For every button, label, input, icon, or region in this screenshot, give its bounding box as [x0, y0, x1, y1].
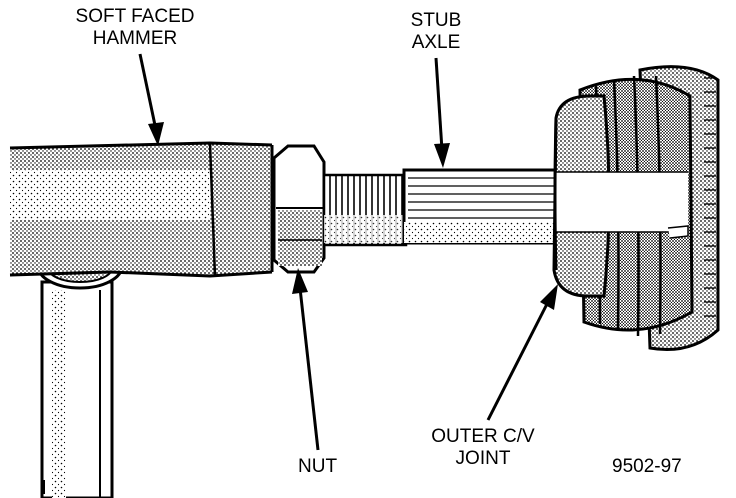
leader-nut: [292, 268, 320, 451]
leader-cv-joint: [486, 284, 558, 421]
figure-code: 9502-97: [612, 456, 682, 477]
label-hammer-line2: HAMMER: [92, 28, 178, 49]
hammer-handle: [36, 242, 124, 498]
label-outer-cv-joint: OUTER C/V JOINT: [418, 426, 548, 470]
label-cv-line2: JOINT: [455, 448, 511, 469]
label-soft-faced-hammer: SOFT FACED HAMMER: [60, 6, 210, 50]
hammer-head: [9, 141, 274, 278]
leader-hammer: [138, 53, 164, 146]
threaded-shaft: [322, 173, 408, 247]
leader-stub-axle: [434, 57, 450, 168]
label-hammer-line1: SOFT FACED: [75, 6, 195, 27]
label-stub-line2: AXLE: [411, 32, 461, 53]
outer-cv-joint: [552, 65, 720, 352]
label-nut: NUT: [298, 456, 338, 477]
label-stub-line1: STUB: [410, 10, 462, 31]
nut: [272, 144, 326, 274]
label-cv-line1: OUTER C/V: [431, 426, 535, 447]
stub-axle: [402, 168, 558, 245]
label-stub-axle: STUB AXLE: [396, 10, 476, 54]
